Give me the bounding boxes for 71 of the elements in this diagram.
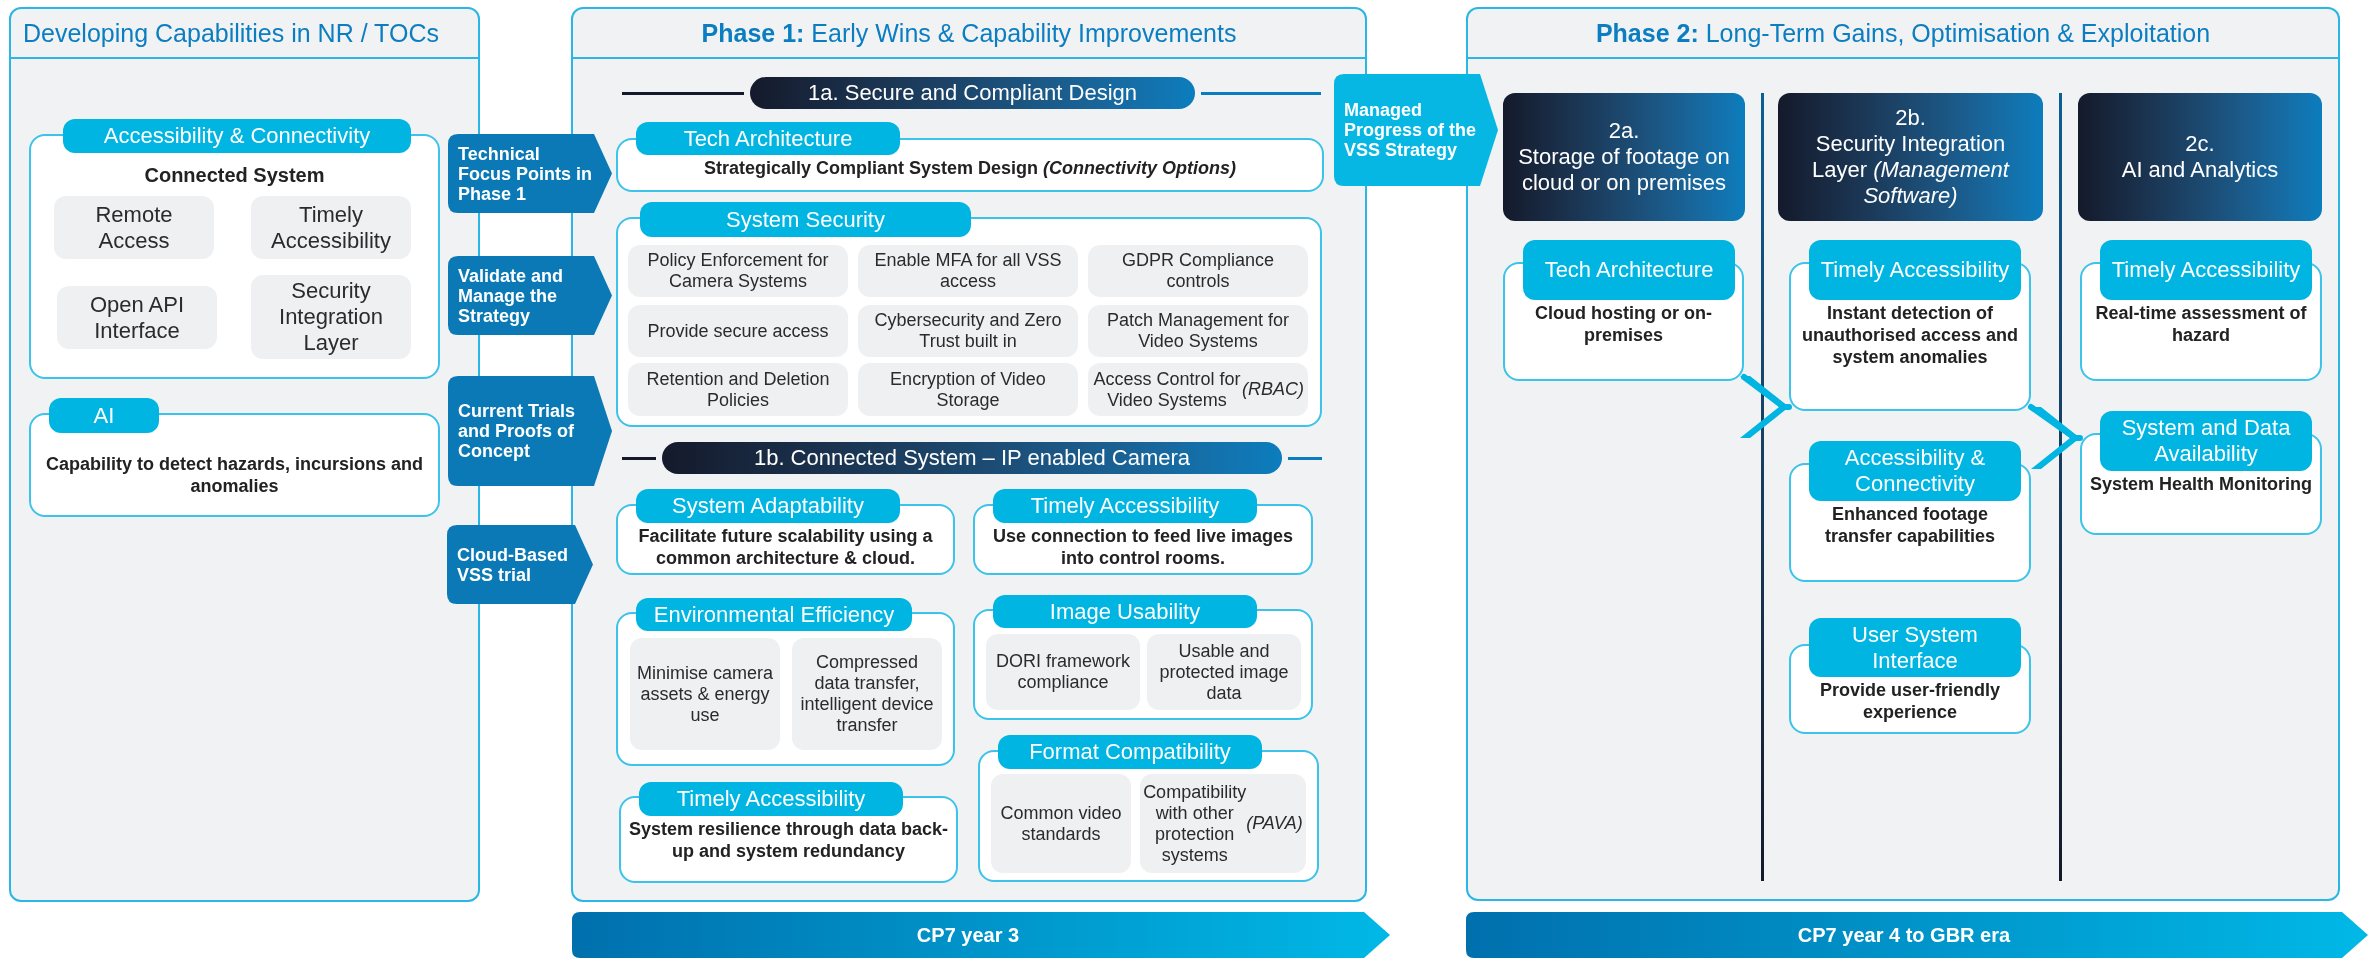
card-text: Strategically Compliant System Design (Connectivity Options) [703, 157, 1237, 179]
capability-cell: Minimise camera assets & energy use [630, 638, 780, 750]
heading-tab: System Adaptability [636, 489, 900, 523]
arrow-tag [447, 525, 593, 604]
section-band: 1b. Connected System – IP enabled Camera [662, 442, 1282, 474]
panel-title: Developing Capabilities in NR / TOCs [23, 18, 439, 48]
tag-text: Technical Focus Points in Phase 1 [458, 143, 592, 204]
arrow-tag [1334, 74, 1498, 186]
capability-cell: Retention and Deletion Policies [628, 363, 848, 416]
card-text: Cloud hosting or on-premises [1534, 302, 1713, 346]
header-code: 2c. [2185, 131, 2215, 157]
tag-text: Cloud-Based VSS trial [457, 544, 569, 585]
card-text: Capability to detect hazards, incursions and anomalies [44, 453, 425, 497]
heading-tab: User System Interface [1809, 618, 2021, 677]
heading-tab: AI [49, 398, 159, 433]
header-text: Storage of footage on cloud or on premises [1517, 144, 1731, 196]
capability-cell: Usable and protected image data [1147, 634, 1301, 710]
capability-cell: Provide secure access [628, 305, 848, 357]
header-code: 2b. [1895, 105, 1926, 131]
panel-title: Phase 1: Early Wins & Capability Improvements [701, 18, 1237, 48]
heading-tab: System and Data Availability [2100, 411, 2312, 471]
capability-cell: GDPR Compliance controls [1088, 245, 1308, 297]
arrow-tag [448, 376, 612, 486]
column-header [2078, 93, 2322, 221]
capability-cell: Patch Management for Video Systems [1088, 305, 1308, 357]
column-header [1503, 93, 1745, 221]
tag-text: Validate and Manage the Strategy [458, 265, 565, 326]
card-text: System resilience through data back-up and system redundancy [627, 818, 950, 862]
header-code: 2a. [1608, 118, 1640, 144]
card-text: Enhanced footage transfer capabilities [1823, 503, 1997, 547]
card-text: Provide user-friendly experience [1818, 679, 2002, 723]
arrow-tag [448, 134, 612, 213]
capability-cell: Encryption of Video Storage [858, 363, 1078, 416]
panel-title: Phase 2: Long-Term Gains, Optimisation & Exploitation [1595, 18, 2211, 48]
card-text: Real-time assessment of hazard [2094, 302, 2308, 346]
heading-tab: Tech Architecture [636, 122, 900, 155]
capability-cell: DORI framework compliance [986, 634, 1140, 710]
card-text: Instant detection of unauthorised access and system anomalies [1800, 302, 2020, 368]
capability-cell: Common video standards [991, 774, 1131, 873]
heading-tab: Accessibility & Connectivity [1809, 441, 2021, 501]
tag-text: Managed Progress of the VSS Strategy [1344, 100, 1478, 160]
capability-cell: Timely Accessibility [251, 196, 411, 259]
capability-cell: Compressed data transfer, intelligent device transfer [792, 638, 942, 750]
heading-tab: Image Usability [993, 595, 1257, 628]
capability-cell: Enable MFA for all VSS access [858, 245, 1078, 297]
column-header [1778, 93, 2043, 221]
card-text: Facilitate future scalability using a common architecture & cloud. [637, 525, 934, 569]
capability-cell: Remote Access [54, 196, 214, 259]
heading-tab: Timely Accessibility [1809, 240, 2021, 300]
card-text: System Health Monitoring [2090, 473, 2312, 495]
header-text: AI and Analytics [2121, 157, 2279, 183]
capability-cell: Security Integration Layer [251, 275, 411, 359]
capability-cell: Cybersecurity and Zero Trust built in [858, 305, 1078, 357]
heading-tab: Timely Accessibility [2100, 240, 2312, 300]
heading-tab: Format Compatibility [998, 735, 1262, 769]
capability-cell: Open API Interface [57, 286, 217, 349]
capability-cell: Policy Enforcement for Camera Systems [628, 245, 848, 297]
arrow-tag [448, 256, 612, 335]
heading-tab: System Security [640, 202, 971, 237]
heading-tab: Timely Accessibility [639, 782, 903, 816]
heading-tab: Environmental Efficiency [636, 598, 912, 631]
card-text: Use connection to feed live images into control rooms. [991, 525, 1295, 569]
heading-tab: Tech Architecture [1523, 240, 1735, 300]
tag-text: Current Trials and Proofs of Concept [458, 401, 577, 461]
heading-tab: Timely Accessibility [993, 489, 1257, 523]
header-text: Security Integration Layer (Management Software) [1811, 131, 2011, 209]
timeline-text: CP7 year 3 [916, 923, 1020, 947]
card-text: Connected System [144, 163, 325, 187]
section-band: 1a. Secure and Compliant Design [750, 77, 1195, 109]
timeline-text: CP7 year 4 to GBR era [1797, 923, 2011, 947]
heading-tab: Accessibility & Connectivity [63, 119, 411, 153]
